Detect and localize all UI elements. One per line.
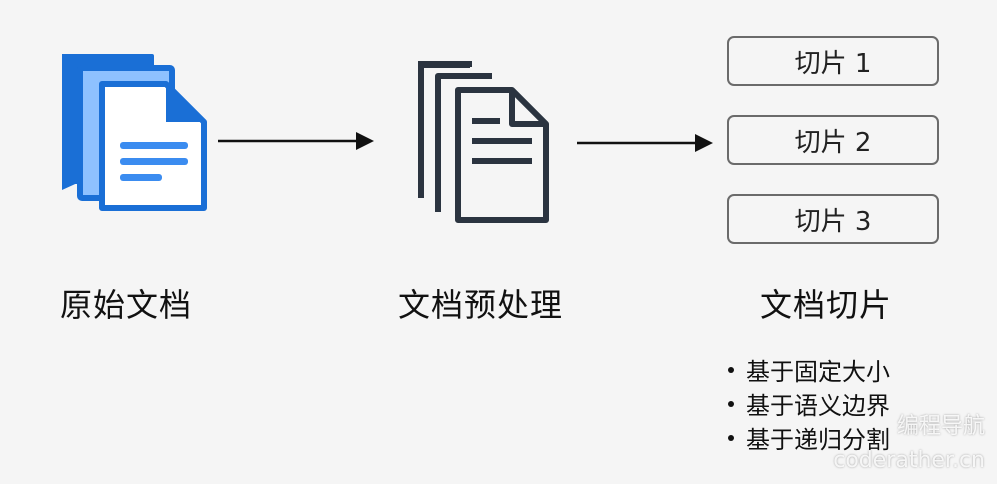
arrow-preprocess-to-chunks: [577, 134, 713, 152]
chunk-box-3: 切片 3: [727, 194, 939, 244]
method-label: 基于递归分割: [746, 426, 890, 454]
outline-front-fold: [509, 90, 546, 127]
method-label: 基于固定大小: [746, 358, 890, 386]
outline-text-line: [472, 138, 532, 144]
chunking-methods-list: 基于固定大小 基于语义边界 基于递归分割: [728, 355, 890, 457]
doc-text-line: [120, 142, 188, 149]
bullet-icon: [728, 367, 734, 373]
outlined-documents-icon: [418, 61, 549, 223]
label-document-chunking: 文档切片: [760, 286, 893, 324]
method-item-semantic: 基于语义边界: [728, 389, 890, 423]
doc-text-line: [120, 174, 162, 181]
label-raw-documents: 原始文档: [60, 286, 193, 324]
method-item-recursive: 基于递归分割: [728, 423, 890, 457]
arrow-raw-to-preprocess: [218, 132, 374, 150]
method-item-fixed-size: 基于固定大小: [728, 355, 890, 389]
outline-back-page: [418, 64, 470, 198]
doc-text-line: [120, 158, 188, 165]
outline-middle-page: [435, 73, 492, 212]
method-label: 基于语义边界: [746, 392, 890, 420]
bullet-icon: [728, 401, 734, 407]
outline-text-line: [472, 118, 500, 124]
watermark-line-1: 编程导航: [896, 414, 985, 439]
chunk-box-2: 切片 2: [727, 115, 939, 165]
label-document-preprocessing: 文档预处理: [398, 286, 564, 324]
outline-front-page: [455, 87, 549, 223]
doc-front-fold: [166, 84, 204, 122]
watermark-line-2: coderather.cn: [833, 448, 985, 473]
outline-text-line: [472, 158, 532, 164]
blue-documents-icon: [62, 54, 207, 211]
chunk-box-1: 切片 1: [727, 36, 939, 86]
bullet-icon: [728, 435, 734, 441]
